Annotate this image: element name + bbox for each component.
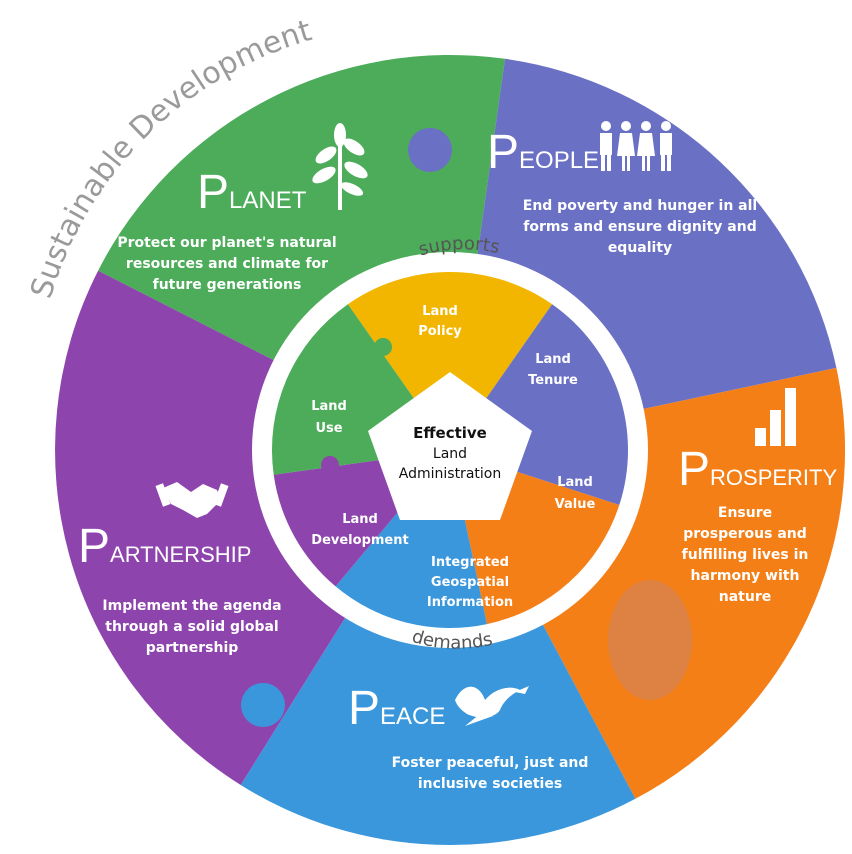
svg-text:Land: Land <box>557 475 593 490</box>
puzzle-knob <box>509 318 527 336</box>
svg-text:inclusive societies: inclusive societies <box>418 776 562 792</box>
svg-text:Land: Land <box>311 399 347 414</box>
puzzle-knob <box>587 429 605 447</box>
svg-text:harmony with: harmony with <box>691 568 800 584</box>
svg-text:Policy: Policy <box>418 324 462 339</box>
svg-text:through a solid global: through a solid global <box>105 619 278 635</box>
svg-text:forms and ensure dignity and: forms and ensure dignity and <box>523 219 757 235</box>
blend-patch <box>608 580 692 700</box>
planet-block: PLANET Protect our planet's natural reso… <box>117 123 368 293</box>
svg-text:Information: Information <box>427 595 513 610</box>
partnership-block: PARTNERSHIP Implement the agenda through… <box>78 482 282 656</box>
svg-text:resources and climate for: resources and climate for <box>126 256 328 272</box>
puzzle-knob <box>321 456 339 474</box>
planet-title: PLANET <box>197 166 307 219</box>
puzzle-knob <box>384 563 402 581</box>
svg-text:Implement the agenda: Implement the agenda <box>102 598 281 614</box>
puzzle-knob <box>720 318 764 362</box>
land-policy-label: Land Policy <box>418 304 462 339</box>
svg-text:nature: nature <box>719 589 771 605</box>
svg-text:Protect our planet's natural: Protect our planet's natural <box>117 235 336 251</box>
center-line2: Land <box>433 446 467 462</box>
svg-text:Ensure: Ensure <box>718 505 772 521</box>
svg-text:Land: Land <box>342 512 378 527</box>
puzzle-knob <box>524 564 542 582</box>
plant-icon <box>312 123 368 210</box>
land-tenure-label: Land Tenure <box>528 352 578 388</box>
svg-text:prosperous and: prosperous and <box>683 526 807 542</box>
people-icon <box>600 121 672 171</box>
bar-chart-icon <box>755 388 796 446</box>
svg-text:Land: Land <box>422 304 458 319</box>
puzzle-knob <box>241 683 285 727</box>
center-title: Effective <box>413 424 487 442</box>
dove-icon <box>455 686 529 726</box>
puzzle-knob <box>374 338 392 356</box>
svg-text:End poverty and hunger in all: End poverty and hunger in all <box>523 198 757 214</box>
svg-text:fulfilling lives in: fulfilling lives in <box>682 547 809 563</box>
integrated-geospatial-label: Integrated Geospatial Information <box>427 555 513 610</box>
partnership-title: PARTNERSHIP <box>78 520 251 573</box>
svg-text:Geospatial: Geospatial <box>431 575 509 590</box>
svg-text:Integrated: Integrated <box>431 555 509 570</box>
people-block: PEOPLE End poverty and hunger in all for… <box>487 121 757 256</box>
svg-text:Development: Development <box>311 533 408 548</box>
svg-text:Land: Land <box>535 352 571 367</box>
land-development-label: Land Development <box>311 512 408 548</box>
svg-text:equality: equality <box>608 240 672 256</box>
svg-text:Tenure: Tenure <box>528 373 578 388</box>
land-value-label: Land Value <box>555 475 596 512</box>
land-use-label: Land Use <box>311 399 347 436</box>
prosperity-title: PROSPERITY <box>678 443 837 496</box>
svg-text:partnership: partnership <box>146 640 239 656</box>
land-policy-sector <box>347 272 553 450</box>
peace-title: PEACE <box>348 682 445 735</box>
people-title: PEOPLE <box>487 126 599 179</box>
partnership-sector <box>55 270 450 785</box>
svg-text:Use: Use <box>315 421 342 436</box>
peace-block: PEACE Foster peaceful, just and inclusiv… <box>348 682 588 792</box>
prosperity-block: PROSPERITY Ensure prosperous and fulfill… <box>678 388 837 605</box>
svg-text:Foster peaceful, just and: Foster peaceful, just and <box>392 755 589 771</box>
svg-text:future generations: future generations <box>153 277 302 293</box>
svg-text:Value: Value <box>555 497 596 512</box>
handshake-icon <box>155 482 229 518</box>
center-pentagon <box>368 372 532 520</box>
puzzle-knob <box>141 333 185 377</box>
puzzle-knob <box>408 128 452 172</box>
center-line3: Administration <box>399 466 501 482</box>
